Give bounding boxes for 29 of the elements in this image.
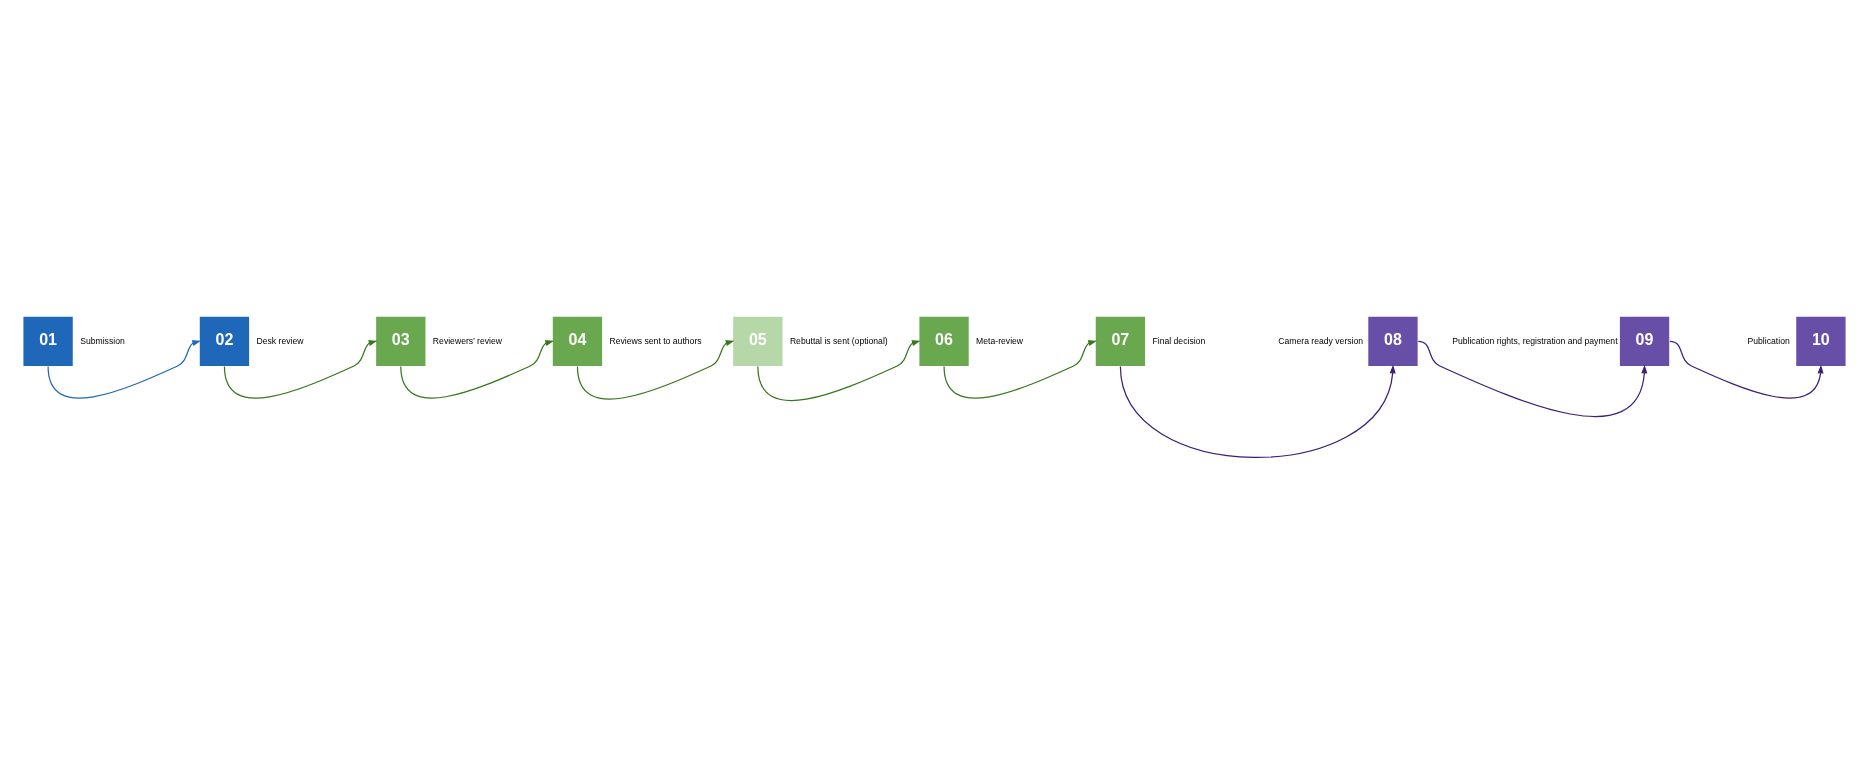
node-box: 01 — [22, 316, 73, 366]
node-label: Publication rights, registration and payment — [1451, 335, 1618, 346]
node-box: 09 — [1619, 316, 1669, 366]
arrow — [1417, 340, 1647, 417]
arrow — [942, 340, 1097, 399]
node-label: Rebuttal is sent (optional) — [789, 335, 888, 346]
node-box: 08 — [1367, 316, 1418, 366]
node-box: 06 — [918, 316, 969, 366]
node-label: Final decision — [1151, 335, 1205, 346]
arrow — [223, 340, 377, 399]
arrow — [756, 340, 921, 402]
node-label: Reviews sent to authors — [609, 335, 702, 346]
node-box: 03 — [375, 316, 425, 366]
node-label: Meta-review — [975, 335, 1023, 346]
arrow — [1668, 340, 1824, 399]
node-label: Desk review — [256, 335, 303, 346]
node-box: 02 — [199, 316, 249, 366]
arrow — [46, 340, 201, 399]
node-box: 10 — [1795, 316, 1846, 366]
node-label: Camera ready version — [1277, 335, 1363, 346]
node-label: Reviewers’ review — [432, 335, 502, 346]
arrow — [1119, 364, 1396, 458]
node-label: Publication — [1747, 335, 1790, 346]
node-label: Submission — [79, 335, 125, 346]
node-box: 07 — [1095, 316, 1145, 366]
arrow — [399, 340, 554, 399]
arrow — [576, 340, 734, 400]
node-box: 05 — [732, 316, 782, 366]
node-box: 04 — [552, 316, 602, 366]
